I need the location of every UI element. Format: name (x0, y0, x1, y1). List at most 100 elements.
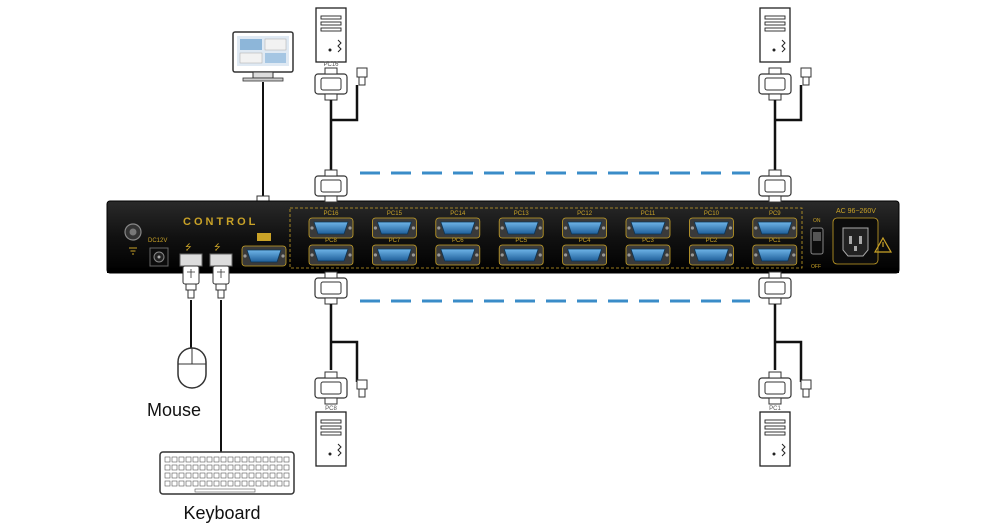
keyboard-key (234, 456, 241, 463)
keyboard-key (269, 480, 276, 487)
vga-port-pc8[interactable] (308, 244, 354, 266)
vga-port-pc13[interactable] (498, 217, 544, 239)
pc9-vga-plug-top (758, 67, 792, 101)
vga-port-pc5[interactable] (498, 244, 544, 266)
vga-port-pc10[interactable] (688, 217, 734, 239)
keyboard-key (255, 480, 262, 487)
port-label-pc15: PC15 (387, 211, 403, 217)
keyboard-key (185, 472, 192, 479)
usb-plug-body-mouse (182, 265, 200, 285)
port-label-pc9: PC9 (769, 211, 781, 217)
pc1-usb-plug-bottom (800, 379, 812, 398)
ac-power-inlet[interactable] (832, 217, 879, 265)
keyboard-key (199, 472, 206, 479)
computer-bottom-left-icon (315, 411, 347, 467)
ac-voltage-label: AC 96~260V (836, 208, 876, 215)
keyboard-key (192, 464, 199, 471)
port-label-pc1: PC1 (769, 238, 781, 244)
vga-port-pc11[interactable] (625, 217, 671, 239)
keyboard-key (199, 480, 206, 487)
keyboard-key (262, 464, 269, 471)
keyboard-key (164, 472, 171, 479)
control-vga-port[interactable] (241, 245, 287, 267)
vga-port-pc12[interactable] (562, 217, 608, 239)
keyboard-key (227, 456, 234, 463)
computer-bottom-right-icon (759, 411, 791, 467)
usb-port-mouse[interactable] (179, 253, 203, 267)
vga-port-pc6[interactable] (435, 244, 481, 266)
vga-port-pc14[interactable] (435, 217, 481, 239)
pc16-cable (329, 85, 359, 170)
keyboard-key (206, 464, 213, 471)
control-port-label-box (257, 233, 271, 241)
vga-port-pc2[interactable] (688, 244, 734, 266)
pc1-vga-plug-device (758, 271, 792, 305)
pc8-vga-plug-device (314, 271, 348, 305)
keyboard-key (234, 464, 241, 471)
keyboard-key (234, 472, 241, 479)
keyboard-icon (159, 451, 295, 495)
vga-port-pc16[interactable] (308, 217, 354, 239)
vga-port-pc1[interactable] (752, 244, 798, 266)
port-label-pc7: PC7 (389, 238, 401, 244)
keyboard-key (255, 456, 262, 463)
ground-screw-icon (124, 223, 142, 255)
power-switch[interactable]: ON OFF (810, 218, 824, 270)
usb-port-keyboard[interactable] (209, 253, 233, 267)
pc9-cable (773, 85, 803, 170)
keyboard-key (262, 472, 269, 479)
keyboard-key (185, 464, 192, 471)
warning-triangle-icon (873, 236, 893, 253)
vga-port-pc9[interactable] (752, 217, 798, 239)
port-label-pc8: PC8 (325, 238, 337, 244)
keyboard-key (185, 480, 192, 487)
dc-power-jack[interactable]: DC12V (148, 238, 169, 267)
keyboard-key (178, 464, 185, 471)
keyboard-key (178, 480, 185, 487)
port-label-pc10: PC10 (704, 211, 720, 217)
pc8-vga-plug-bottom (314, 371, 348, 405)
keyboard-key (199, 456, 206, 463)
keyboard-key (276, 464, 283, 471)
vga-port-pc3[interactable] (625, 244, 671, 266)
keyboard-key (164, 464, 171, 471)
keyboard-key (213, 456, 220, 463)
usb-plug-body-keyboard (212, 265, 230, 285)
keyboard-key (192, 472, 199, 479)
keyboard-key (213, 464, 220, 471)
port-label-pc2: PC2 (706, 238, 718, 244)
keyboard-key (227, 472, 234, 479)
vga-port-pc7[interactable] (371, 244, 417, 266)
vga-port-pc15[interactable] (371, 217, 417, 239)
keyboard-key (213, 480, 220, 487)
pc1-vga-plug-bottom (758, 371, 792, 405)
monitor-icon (232, 31, 294, 82)
keyboard-key (220, 480, 227, 487)
keyboard-key (192, 456, 199, 463)
control-label: CONTROL (183, 216, 258, 228)
keyboard-key (164, 480, 171, 487)
port-label-pc13: PC13 (514, 211, 530, 217)
keyboard-key (248, 472, 255, 479)
keyboard-key (283, 464, 290, 471)
pc16-usb-plug-top (356, 67, 368, 86)
keyboard-key (269, 472, 276, 479)
keyboard-key (213, 472, 220, 479)
switch-off-label: OFF (811, 264, 821, 270)
computer-top-left-icon (315, 7, 347, 63)
port-label-pc5: PC5 (515, 238, 527, 244)
mouse-icon (177, 347, 207, 389)
keyboard-key (178, 456, 185, 463)
keyboard-key (234, 480, 241, 487)
switch-on-label: ON (813, 218, 821, 224)
keyboard-key (269, 456, 276, 463)
port-label-pc4: PC4 (579, 238, 591, 244)
computer-bottom-right-label: PC1 (769, 406, 781, 412)
keyboard-key (276, 472, 283, 479)
keyboard-key (206, 480, 213, 487)
keyboard-key (241, 480, 248, 487)
pc16-vga-plug-top (314, 67, 348, 101)
keyboard-key (164, 456, 171, 463)
vga-port-pc4[interactable] (562, 244, 608, 266)
